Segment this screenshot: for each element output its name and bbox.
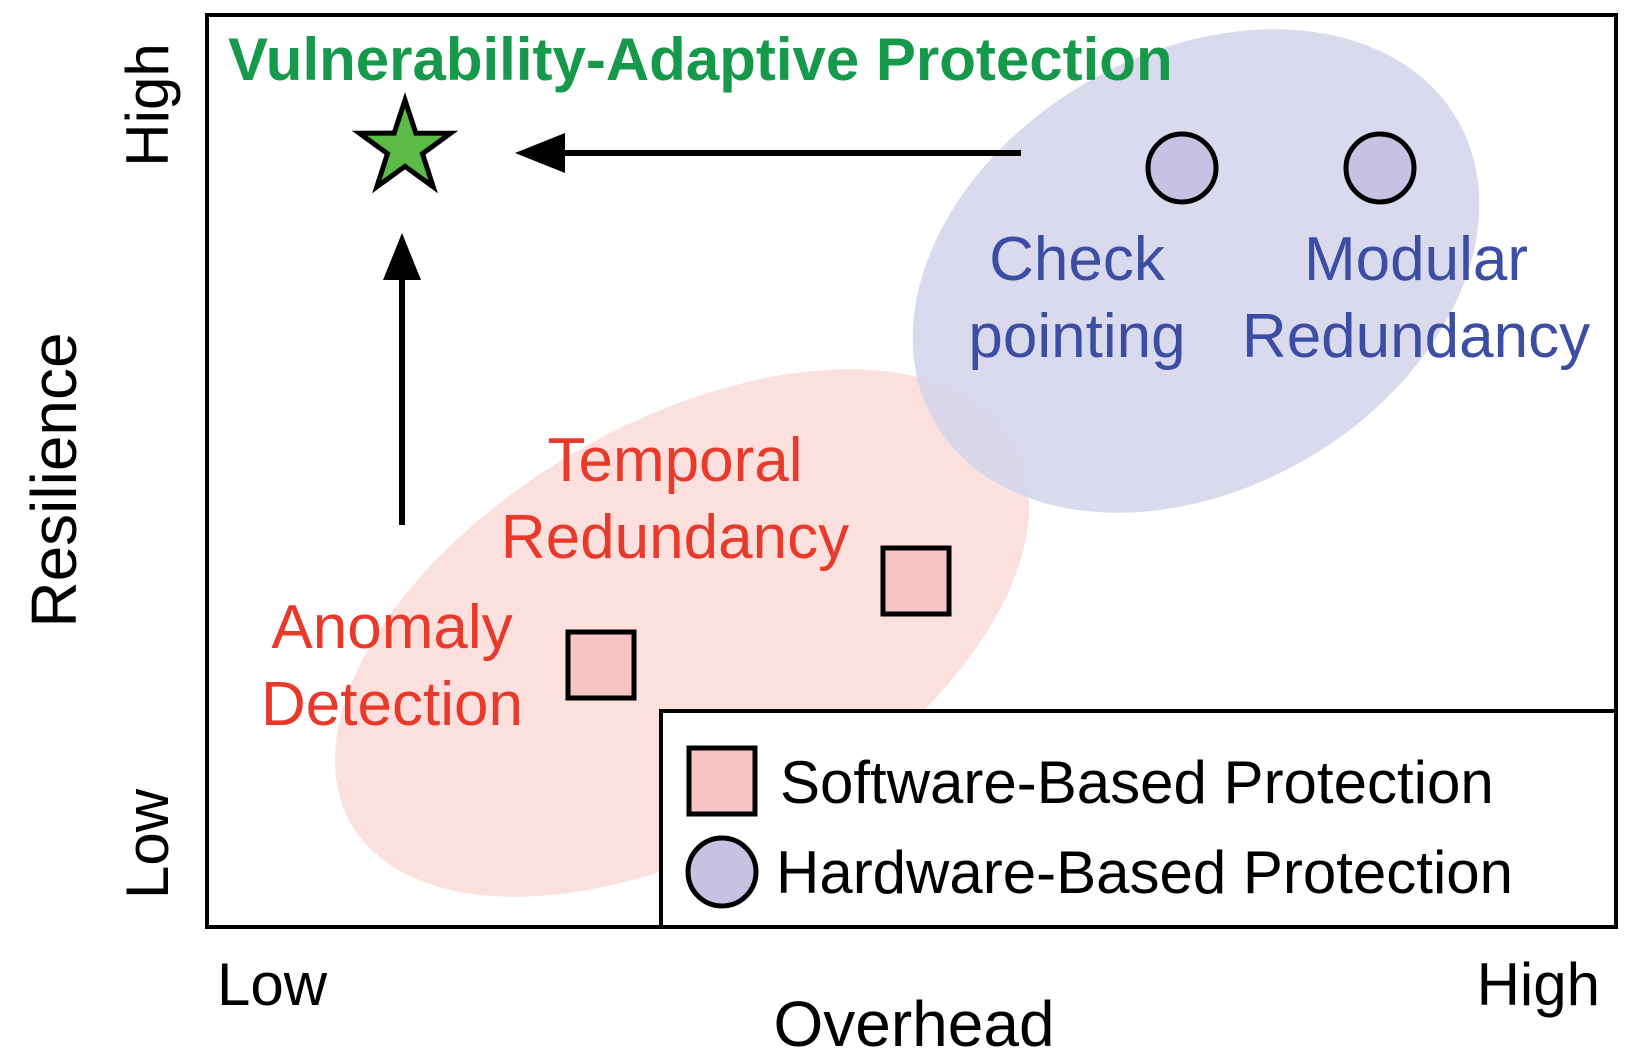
legend-circle-icon [685,835,759,909]
modular-redundancy-label-line2: Redundancy [1242,302,1590,371]
horizontal-arrow [515,133,1021,173]
legend-square-icon [686,745,758,817]
modular-redundancy-marker [1343,131,1417,205]
anomaly-detection-label-line1: Anomaly [271,593,512,662]
checkpointing-marker [1145,131,1219,205]
temporal-redundancy-label-line2: Redundancy [501,503,849,572]
temporal-redundancy-marker [880,545,952,617]
star-icon [351,91,459,194]
checkpointing-label: Check pointing [968,225,1185,371]
y-high-label: High [114,43,181,166]
x-high-label: High [1477,951,1600,1018]
anomaly-detection-label-line2: Detection [261,670,523,739]
checkpointing-label-line1: Check [989,225,1166,294]
x-low-label: Low [217,951,328,1018]
vertical-arrow [383,233,421,525]
hardware-region [912,29,1480,513]
checkpointing-label-line2: pointing [968,302,1185,371]
temporal-redundancy-label: Temporal Redundancy [501,426,849,572]
legend-box [659,709,1618,929]
modular-redundancy-label-line1: Modular [1304,225,1528,294]
anomaly-detection-label: Anomaly Detection [261,593,523,739]
temporal-redundancy-label-line1: Temporal [548,426,803,495]
x-axis-title: Overhead [773,988,1054,1060]
legend-hardware-label: Hardware-Based Protection [776,839,1513,906]
modular-redundancy-label: Modular Redundancy [1242,225,1590,371]
legend: Software-Based Protection Hardware-Based… [659,709,1618,929]
target-label: Vulnerability-Adaptive Protection [228,26,1173,93]
y-axis-title: Resilience [18,332,90,627]
legend-software-label: Software-Based Protection [780,749,1494,816]
y-low-label: Low [114,788,181,899]
anomaly-detection-marker [565,629,637,701]
